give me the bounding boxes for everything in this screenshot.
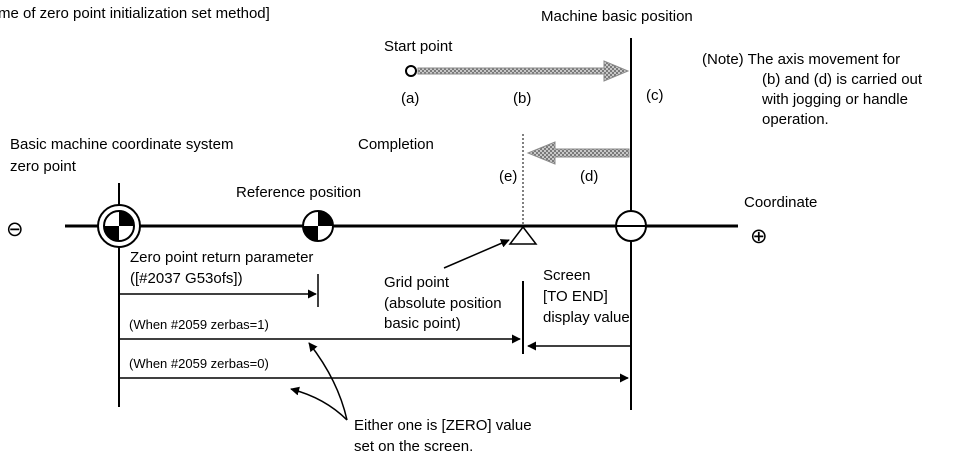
grid-point-pointer (443, 239, 510, 269)
movement-arrow-b (417, 60, 630, 82)
screen-to-end-line-3: display value (543, 309, 630, 326)
either-one-line-2: set on the screen. (354, 438, 473, 455)
zerbas1-label: (When #2059 zerbas=1) (129, 317, 269, 332)
reference-position-label: Reference position (236, 184, 361, 201)
plus-direction-symbol: ⊕ (750, 225, 768, 248)
start-point-label: Start point (384, 38, 453, 55)
screen-to-end-line-1: Screen (543, 267, 591, 284)
coordinate-label: Coordinate (744, 194, 817, 211)
grid-point-triangle (508, 225, 538, 245)
basic-machine-zero-point-symbol (97, 204, 141, 248)
zero-return-param-line-1: Zero point return parameter (130, 249, 313, 266)
label-e: (e) (499, 168, 517, 185)
label-a: (a) (401, 90, 419, 107)
note-line-4: operation. (762, 111, 829, 128)
reference-position-symbol (302, 210, 334, 242)
minus-direction-symbol: ⊖ (6, 218, 24, 241)
grid-point-label-line-3: basic point) (384, 315, 461, 332)
basic-zero-label-line-1: Basic machine coordinate system (10, 136, 233, 153)
note-line-1: (Note) The axis movement for (702, 51, 900, 68)
label-b: (b) (513, 90, 531, 107)
completion-label: Completion (358, 136, 434, 153)
either-pointer-zerbas0 (290, 386, 348, 421)
either-pointer-zerbas1 (308, 342, 348, 421)
label-c: (c) (646, 87, 664, 104)
grid-point-label-line-1: Grid point (384, 274, 450, 291)
label-d: (d) (580, 168, 598, 185)
grid-point-label-line-2: (absolute position (384, 295, 502, 312)
basic-zero-label-line-2: zero point (10, 158, 77, 175)
diagram-title: me of zero point initialization set meth… (0, 5, 270, 22)
zero-return-param-line-2: ([#2037 G53ofs]) (130, 270, 243, 287)
note-line-3: with jogging or handle (761, 91, 908, 108)
either-one-line-1: Either one is [ZERO] value (354, 417, 532, 434)
note-line-2: (b) and (d) is carried out (762, 71, 923, 88)
machine-basic-position-label: Machine basic position (541, 8, 693, 25)
movement-arrow-d (526, 141, 630, 165)
zerbas0-label: (When #2059 zerbas=0) (129, 356, 269, 371)
screen-to-end-line-2: [TO END] (543, 288, 608, 305)
start-point-marker (405, 65, 417, 77)
